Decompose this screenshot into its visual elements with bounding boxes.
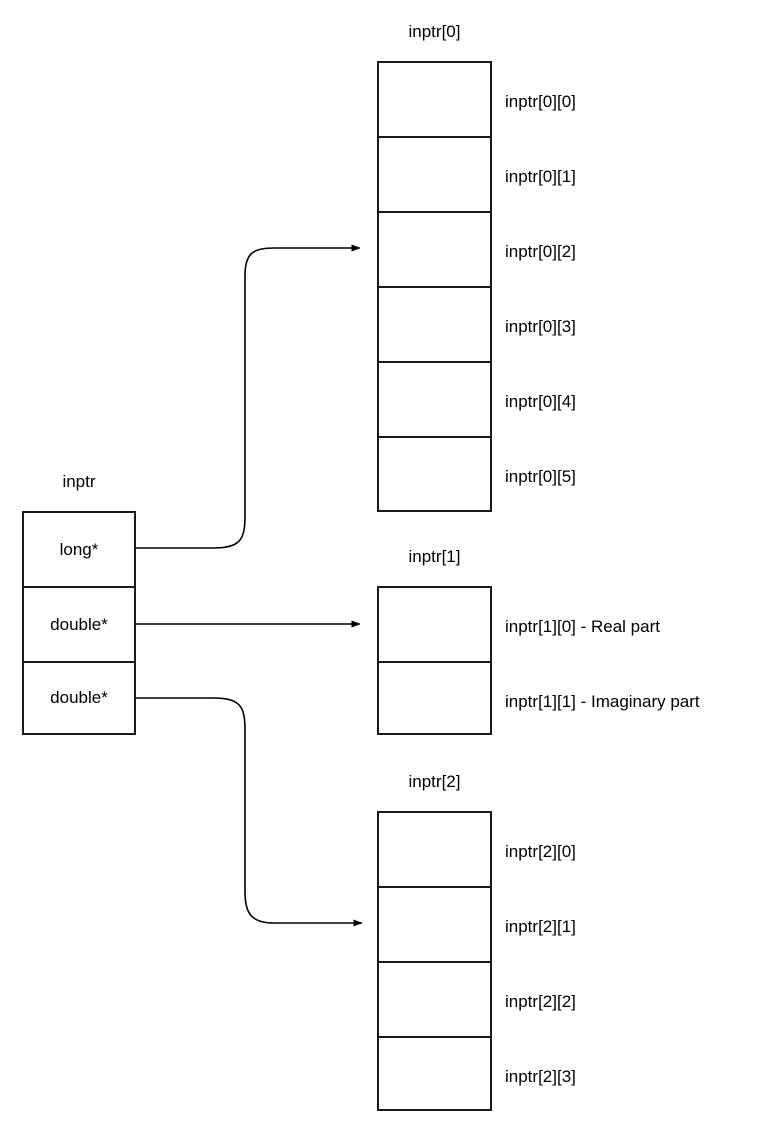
array-cell: [379, 813, 490, 888]
array-cell-label: inptr[1][0] - Real part: [505, 617, 660, 636]
array-cell: [379, 888, 490, 963]
array-cell-label: inptr[0][1]: [505, 167, 576, 186]
connector-long-to-inptr0: [136, 244, 361, 549]
array-cell-label: inptr[2][1]: [505, 917, 576, 936]
array-title-inptr0: inptr[0]: [408, 22, 461, 41]
struct-field-cell: double*: [24, 588, 134, 663]
array-cell: [379, 138, 490, 213]
array-cell: [379, 1038, 490, 1109]
array-cell-label: inptr[1][1] - Imaginary part: [505, 692, 700, 711]
array-cell: [379, 288, 490, 363]
array-cell: [379, 438, 490, 510]
array-cell: [379, 213, 490, 288]
struct-field-cell: double*: [24, 663, 134, 733]
array-cell-label: inptr[2][3]: [505, 1067, 576, 1086]
array-block-inptr1: [377, 586, 492, 735]
array-cell-label: inptr[2][0]: [505, 842, 576, 861]
array-cell: [379, 63, 490, 138]
array-title-inptr2: inptr[2]: [408, 772, 461, 791]
array-cell-label: inptr[0][4]: [505, 392, 576, 411]
array-block-inptr0: [377, 61, 492, 512]
array-cell-label: inptr[0][2]: [505, 242, 576, 261]
array-title-inptr1: inptr[1]: [408, 547, 461, 566]
struct-field-cell: long*: [24, 513, 134, 588]
array-cell: [379, 663, 490, 733]
struct-block-inptr: long* double* double*: [22, 511, 136, 735]
array-cell-label: inptr[2][2]: [505, 992, 576, 1011]
array-cell-label: inptr[0][5]: [505, 467, 576, 486]
array-block-inptr2: [377, 811, 492, 1111]
array-cell: [379, 363, 490, 438]
struct-field-label: double*: [50, 688, 108, 707]
array-cell-label: inptr[0][3]: [505, 317, 576, 336]
struct-title: inptr: [62, 472, 96, 491]
array-cell-label: inptr[0][0]: [505, 92, 576, 111]
struct-field-label: long*: [59, 539, 99, 559]
struct-field-label: double*: [50, 614, 108, 634]
array-cell: [379, 963, 490, 1038]
connector-double2-to-inptr2: [136, 697, 363, 927]
array-cell: [379, 588, 490, 663]
